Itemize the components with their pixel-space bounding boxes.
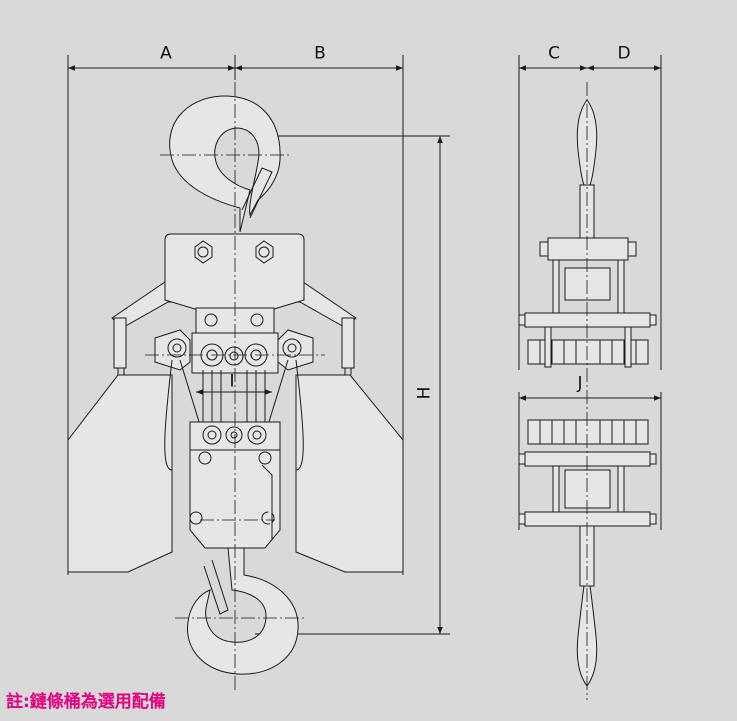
center-lines-front	[145, 82, 325, 690]
lower-block	[189, 421, 281, 549]
dimension-label-i: I	[229, 371, 235, 392]
bottom-hook	[187, 547, 299, 675]
side-view-bottom	[518, 419, 657, 687]
dimension-label-d: D	[617, 43, 631, 64]
dimension-label-b: B	[314, 43, 326, 64]
top-body	[164, 233, 305, 313]
dimension-label-a: A	[160, 43, 172, 64]
side-view-top	[518, 99, 657, 368]
dimension-label-j: J	[577, 373, 583, 394]
dimension-label-h: H	[414, 386, 435, 400]
option-note: 註:鏈條桶為選用配備	[6, 692, 166, 712]
dimension-label-c: C	[548, 43, 560, 64]
side-chain-bank-bottom	[527, 419, 649, 445]
mechanism-plate	[154, 307, 314, 374]
chain-strands	[164, 359, 304, 471]
top-hook	[169, 95, 281, 233]
